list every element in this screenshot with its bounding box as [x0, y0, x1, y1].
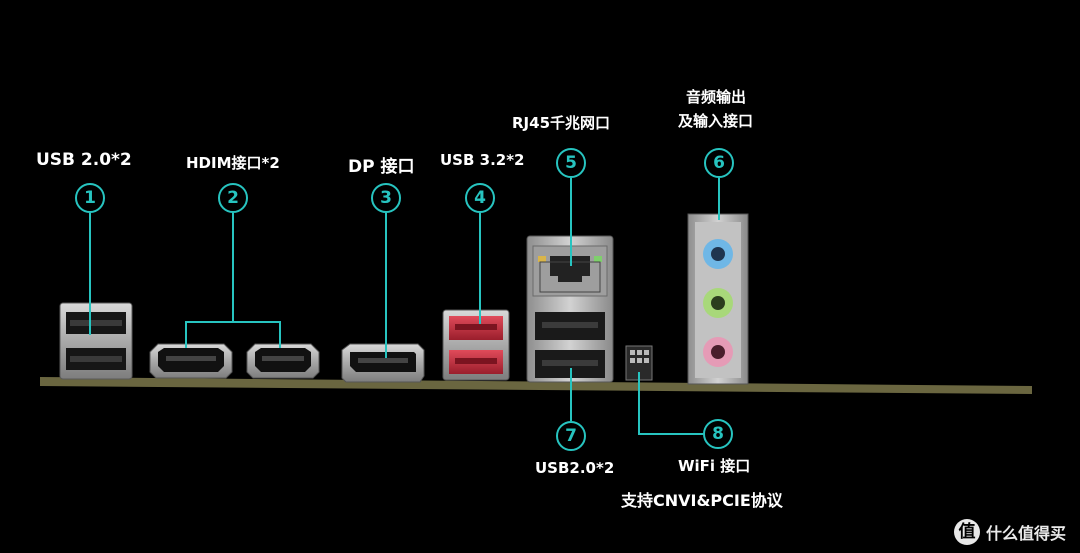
label-cnvi: 支持CNVI&PCIE协议	[621, 491, 783, 510]
label-wifi: WiFi 接口	[678, 457, 751, 475]
usb20-stack-1	[59, 302, 133, 380]
number-badge-7: 7	[556, 421, 586, 451]
hdmi-port-a	[149, 343, 233, 379]
watermark-text: 什么值得买	[985, 524, 1066, 543]
audio-stack	[687, 213, 749, 385]
label-audio-line1: 音频输出	[686, 88, 747, 106]
label-audio-line2: 及输入接口	[678, 112, 754, 130]
leader-lines	[89, 178, 720, 435]
usb32-stack	[442, 309, 510, 381]
label-rj45: RJ45千兆网口	[512, 114, 611, 132]
watermark-logo-icon: 值	[953, 519, 980, 545]
label-usb20-top: USB 2.0*2	[36, 150, 132, 170]
label-dp: DP 接口	[348, 157, 415, 177]
number-badge-1: 1	[75, 183, 105, 213]
number-badge-3: 3	[371, 183, 401, 213]
rj45-usb-stack	[526, 235, 614, 383]
number-badge-4: 4	[465, 183, 495, 213]
label-hdmi: HDIM接口*2	[186, 154, 280, 172]
watermark: 值 什么值得买	[953, 519, 1066, 545]
number-badge-6: 6	[704, 148, 734, 178]
hdmi-port-b	[246, 343, 320, 379]
number-badge-2: 2	[218, 183, 248, 213]
label-usb32: USB 3.2*2	[440, 151, 525, 169]
dp-port	[341, 343, 425, 383]
number-badge-5: 5	[556, 148, 586, 178]
label-usb20-bottom: USB2.0*2	[535, 459, 615, 477]
board-strip	[40, 377, 1032, 394]
number-badge-8: 8	[703, 419, 733, 449]
